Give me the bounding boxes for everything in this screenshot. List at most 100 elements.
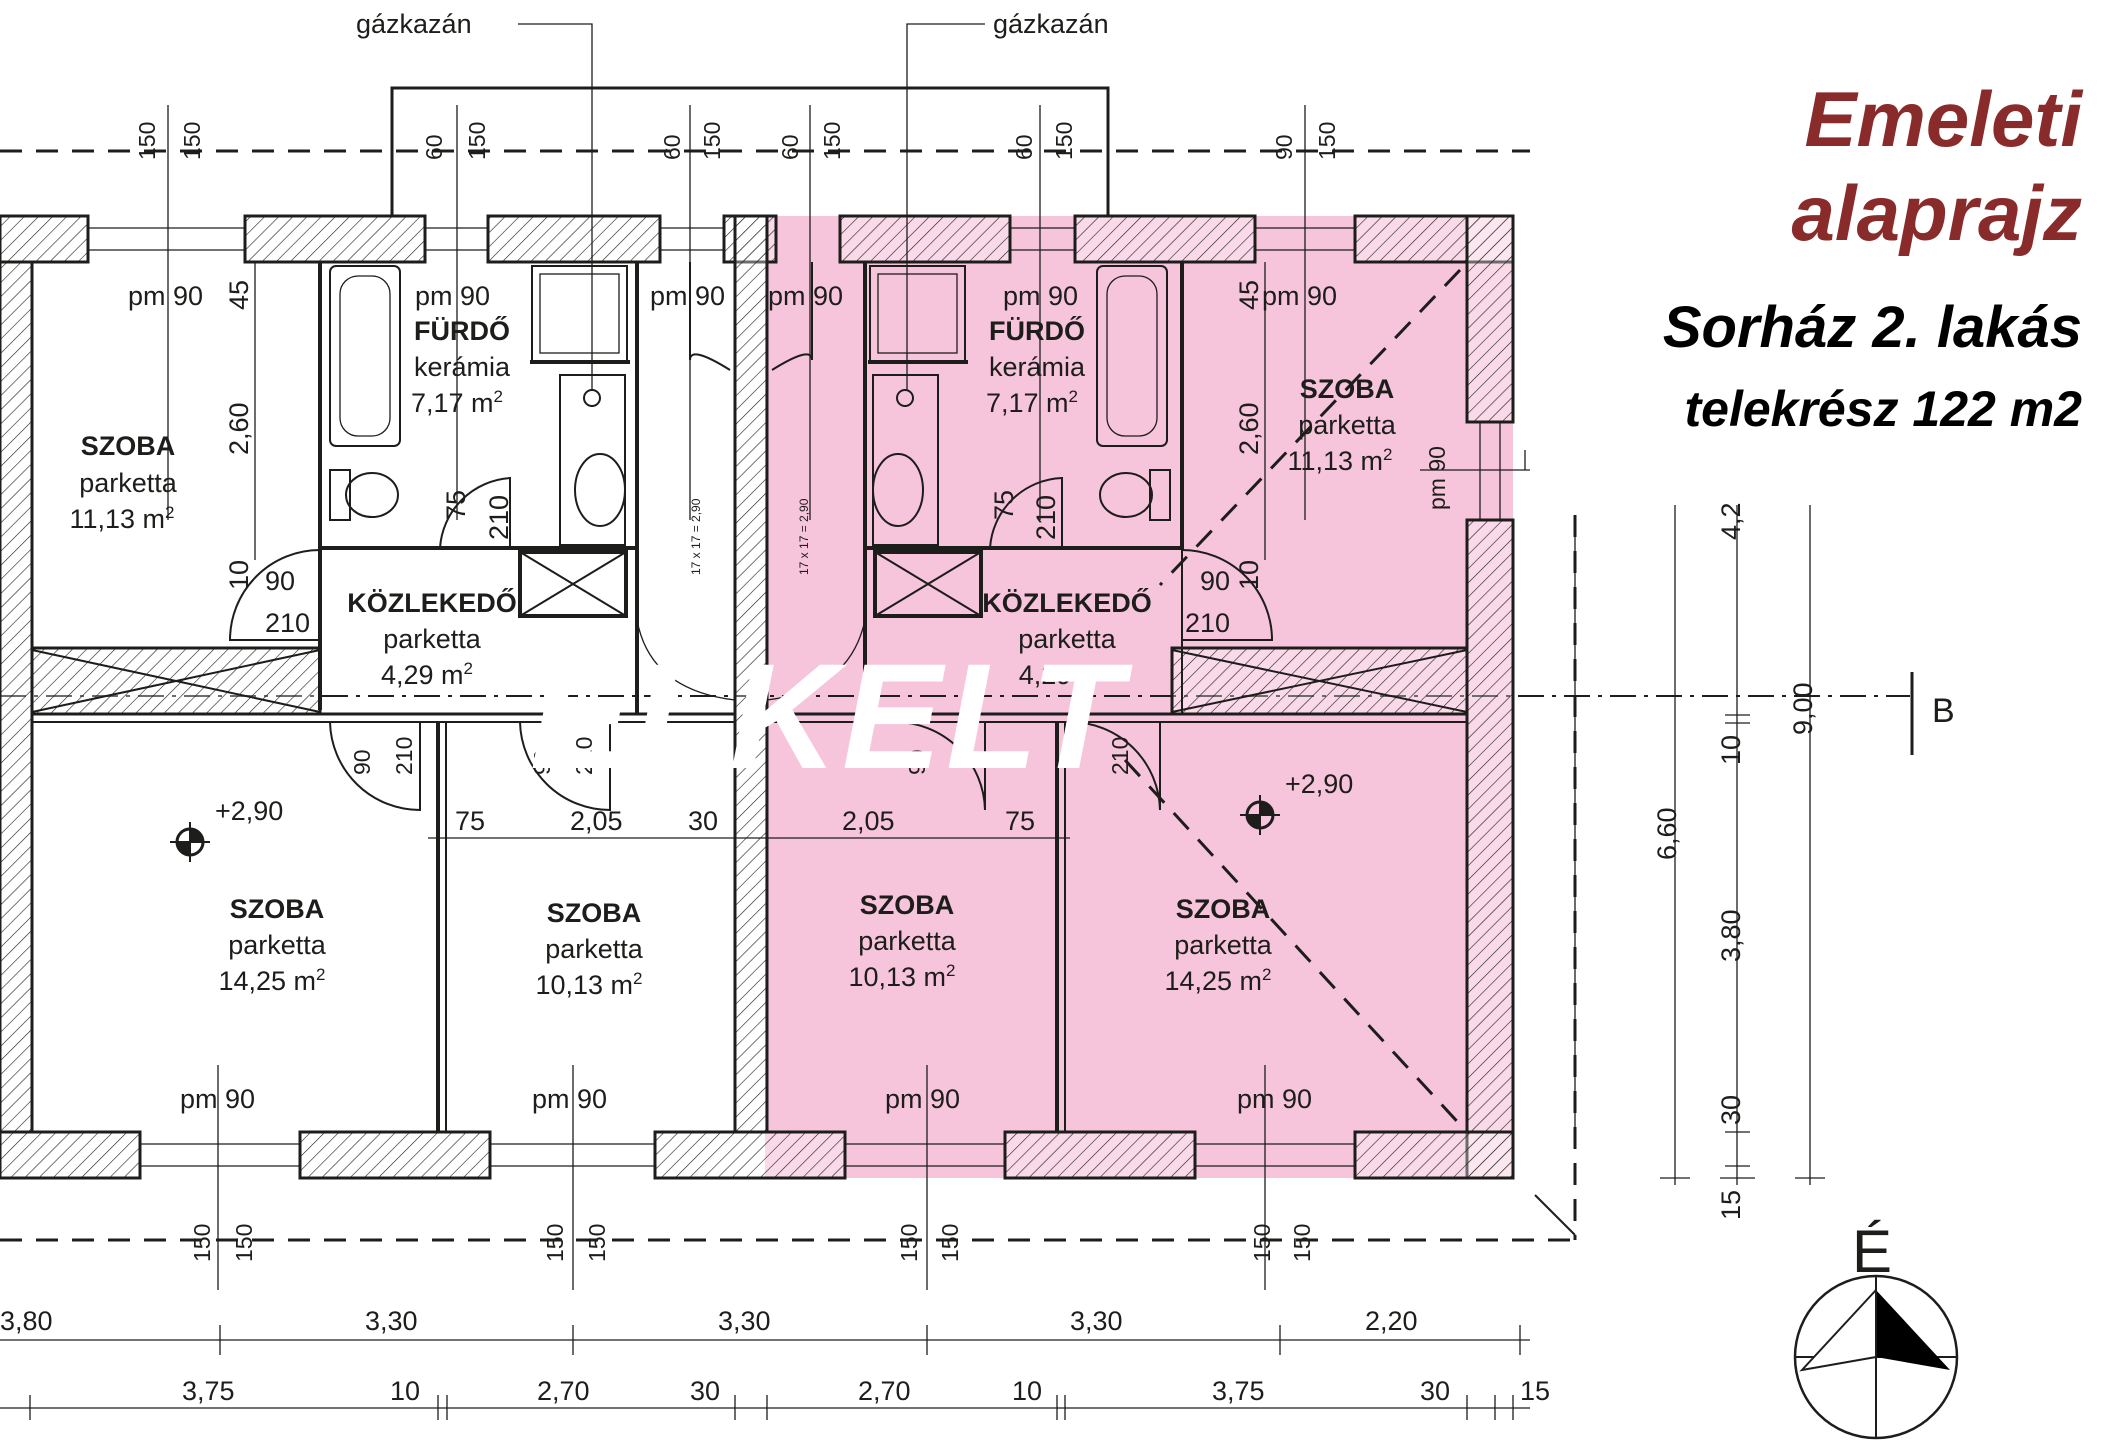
pm-szoba-br: pm 90: [1237, 1084, 1312, 1114]
dim-row2-5: 2,70: [858, 1376, 911, 1406]
top-dim-5: 60: [659, 134, 685, 160]
row-dim-30: 30: [688, 806, 718, 836]
side-dim-660: 6,60: [1652, 807, 1682, 860]
dim-row2-7: 3,75: [1212, 1376, 1265, 1406]
room-floor-szoba-bl: parketta: [228, 930, 327, 960]
area-sup-szoba-tl: 2: [165, 503, 174, 522]
bot-dim-3: 150: [542, 1224, 568, 1262]
pm-stairs-r: pm 90: [768, 281, 843, 311]
wall-bottom-3: [653, 1130, 847, 1180]
wall-top-1: [0, 214, 90, 264]
side-dim-380: 3,80: [1716, 909, 1746, 962]
bottom-opening-dimensions: 150 150 150 150 150 150 150 150: [189, 1224, 1315, 1262]
dim-row1-4: 3,30: [1070, 1306, 1123, 1336]
wall-right-1: [1465, 214, 1515, 424]
door-dim-90-c: 90: [349, 749, 375, 775]
shower-left: [531, 265, 628, 362]
room-name-kozl-r: KÖZLEKEDŐ: [982, 587, 1152, 618]
top-dim-12: 150: [1314, 122, 1340, 160]
dim-260-right: 2,60: [1234, 402, 1264, 455]
pm-furdo-r: pm 90: [1003, 281, 1078, 311]
dim-10-right: 10: [1234, 560, 1264, 590]
stairs-left: [636, 262, 736, 714]
dim-10-left: 10: [224, 560, 254, 590]
dim-row2-6: 10: [1012, 1376, 1042, 1406]
section-label-b: B: [1932, 692, 1955, 730]
area-sup-szoba-tr: 2: [1383, 445, 1392, 464]
wall-bottom-2: [298, 1130, 492, 1180]
room-name-furdo-l: FÜRDŐ: [414, 315, 510, 346]
wall-top-3: [486, 214, 662, 264]
dim-row2-9: 15: [1520, 1376, 1550, 1406]
dim-row2-8: 30: [1420, 1376, 1450, 1406]
wall-bottom-1: [0, 1130, 142, 1180]
top-dim-9: 60: [1011, 134, 1037, 160]
north-label: É: [1852, 1218, 1892, 1285]
room-area-szoba-bl: 14,25 m2: [218, 965, 325, 996]
top-dim-2: 150: [179, 122, 205, 160]
pm-szoba-tr: pm 90: [1262, 281, 1337, 311]
dim-260-left: 2,60: [224, 402, 254, 455]
dim-row1-3: 3,30: [718, 1306, 771, 1336]
label-gazkazan-right: gázkazán: [993, 9, 1109, 39]
area-val-szoba-bl: 14,25 m: [218, 966, 316, 996]
bot-dim-5: 150: [896, 1224, 922, 1262]
top-dim-3: 60: [421, 134, 447, 160]
row-dim-205-a: 2,05: [570, 806, 623, 836]
bot-dim-1: 150: [189, 1224, 215, 1262]
dim-row1-5: 2,20: [1365, 1306, 1418, 1336]
pm-stairs-l: pm 90: [650, 281, 725, 311]
top-dim-10: 150: [1051, 122, 1077, 160]
area-sup-szoba-bl: 2: [316, 965, 325, 984]
room-area-furdo-r: 7,17 m2: [986, 387, 1078, 418]
party-wall: [733, 214, 769, 1134]
pm-szoba-bm: pm 90: [532, 1084, 607, 1114]
door-dim-210-b: 210: [484, 495, 514, 540]
door-arc-1: [228, 548, 321, 641]
door-dim-210-d: 210: [1185, 608, 1230, 638]
room-area-furdo-l: 7,17 m2: [411, 387, 503, 418]
row-dim-75-a: 75: [455, 806, 485, 836]
room-floor-szoba-br: parketta: [1174, 930, 1273, 960]
room-floor-kozl-l: parketta: [383, 624, 482, 654]
sold-stamp: ELKELT: [530, 632, 1134, 800]
side-dim-900: 9,00: [1788, 682, 1818, 735]
top-dim-1: 150: [134, 122, 160, 160]
area-val-szoba-tr: 11,13 m: [1287, 446, 1383, 476]
bot-dim-8: 150: [1289, 1224, 1315, 1262]
title-line2: alaprajz: [1792, 169, 2082, 257]
bot-dim-7: 150: [1249, 1224, 1275, 1262]
sink-cabinet-right: [872, 374, 939, 546]
room-name-szoba-br: SZOBA: [1176, 894, 1271, 924]
door-dim-90-d: 90: [529, 749, 555, 775]
top-dim-4: 150: [464, 122, 490, 160]
wall-top-5: [838, 214, 1012, 264]
row-dim-205-b: 2,05: [842, 806, 895, 836]
room-floor-szoba-bc: parketta: [858, 926, 957, 956]
level-right: +2,90: [1285, 769, 1353, 799]
toilet-left: [329, 469, 351, 521]
door-dim-210-f: 210: [571, 737, 597, 775]
door-arc-3: [989, 476, 1063, 549]
pm-furdo-l: pm 90: [415, 281, 490, 311]
door-dim-210-e: 210: [391, 737, 417, 775]
wall-bottom-4: [1003, 1130, 1197, 1180]
title-block: Emeleti alaprajz Sorház 2. lakás telekré…: [1663, 75, 2083, 437]
wall-left: [0, 260, 34, 1134]
dim-45-left: 45: [224, 280, 254, 310]
top-dim-8: 150: [819, 122, 845, 160]
room-area-kozl-r: 4,29: [1019, 660, 1072, 690]
stairs-note-left: 17 x 17 = 2,90: [689, 498, 703, 575]
area-sup-szoba-bc: 2: [946, 961, 955, 980]
top-dim-11: 90: [1271, 134, 1297, 160]
room-area-szoba-tl: 11,13 m2: [69, 503, 174, 534]
north-arrow-icon: [1793, 1274, 1959, 1440]
bathtub-left: [329, 265, 401, 447]
top-dimensions: 150 150 60 150 60 150 60 150 60 150 90 1…: [134, 122, 1340, 160]
door-arc-4: [1181, 549, 1274, 641]
wall-right-2: [1465, 518, 1515, 1180]
door-arc-2: [439, 476, 511, 549]
room-area-kozl-l: 4,29 m2: [381, 659, 473, 690]
side-dim-30: 30: [1716, 1095, 1746, 1125]
